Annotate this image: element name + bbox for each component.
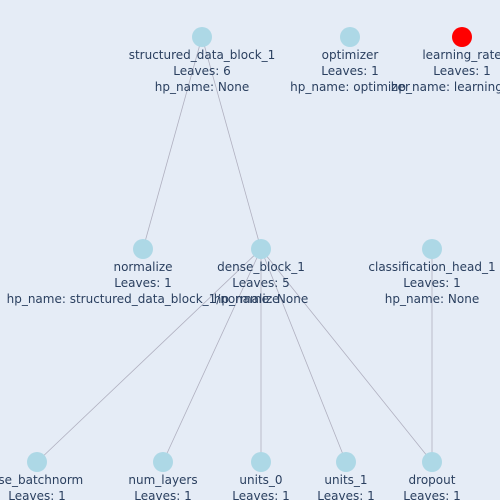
- edge-structured_data_block_1-to-dense_block_1: [201, 36, 262, 250]
- node-label: dropout: [409, 473, 456, 487]
- node-leaves: Leaves: 1: [232, 489, 289, 500]
- node-marker[interactable]: [251, 452, 271, 472]
- node-marker[interactable]: [192, 27, 212, 47]
- node-label: classification_head_1: [368, 260, 495, 274]
- node-hp-name: hp_name: optimizer: [290, 80, 410, 94]
- node-label: num_layers: [128, 473, 197, 487]
- edges-layer: [36, 36, 433, 463]
- node-leaves: Leaves: 1: [433, 64, 490, 78]
- node-label: optimizer: [322, 48, 379, 62]
- edge-dense_block_1-to-use_batchnorm: [36, 248, 262, 463]
- node-hp-name: hp_name: None: [214, 292, 308, 306]
- node-marker[interactable]: [452, 27, 472, 47]
- edge-dense_block_1-to-num_layers: [162, 248, 262, 463]
- node-hp-name: hp_name: learning_rate: [391, 80, 500, 94]
- node-marker[interactable]: [340, 27, 360, 47]
- edge-dense_block_1-to-units_1: [260, 248, 347, 463]
- node-marker[interactable]: [422, 452, 442, 472]
- node-label: dense_block_1: [217, 260, 305, 274]
- edge-structured_data_block_1-to-normalize: [142, 36, 203, 250]
- node-hp-name: hp_name: None: [155, 80, 249, 94]
- node-leaves: Leaves: 1: [114, 276, 171, 290]
- node-marker[interactable]: [336, 452, 356, 472]
- node-label: learning_rate: [422, 48, 500, 62]
- node-leaves: Leaves: 1: [321, 64, 378, 78]
- node-leaves: Leaves: 1: [134, 489, 191, 500]
- node-leaves: Leaves: 1: [317, 489, 374, 500]
- node-leaves: Leaves: 5: [232, 276, 289, 290]
- node-label: normalize: [113, 260, 172, 274]
- node-label: units_0: [239, 473, 282, 487]
- node-leaves: Leaves: 1: [403, 489, 460, 500]
- edge-dense_block_1-to-dropout: [260, 248, 433, 463]
- node-label: use_batchnorm: [0, 473, 83, 487]
- node-marker[interactable]: [133, 239, 153, 259]
- node-marker[interactable]: [422, 239, 442, 259]
- node-leaves: Leaves: 1: [403, 276, 460, 290]
- node-leaves: Leaves: 6: [173, 64, 230, 78]
- node-marker[interactable]: [27, 452, 47, 472]
- node-hp-name: hp_name: structured_data_block_1/normali…: [7, 292, 280, 306]
- node-label: units_1: [324, 473, 367, 487]
- node-hp-name: hp_name: None: [385, 292, 479, 306]
- node-marker[interactable]: [251, 239, 271, 259]
- node-leaves: Leaves: 1: [8, 489, 65, 500]
- node-label: structured_data_block_1: [129, 48, 276, 62]
- node-marker[interactable]: [153, 452, 173, 472]
